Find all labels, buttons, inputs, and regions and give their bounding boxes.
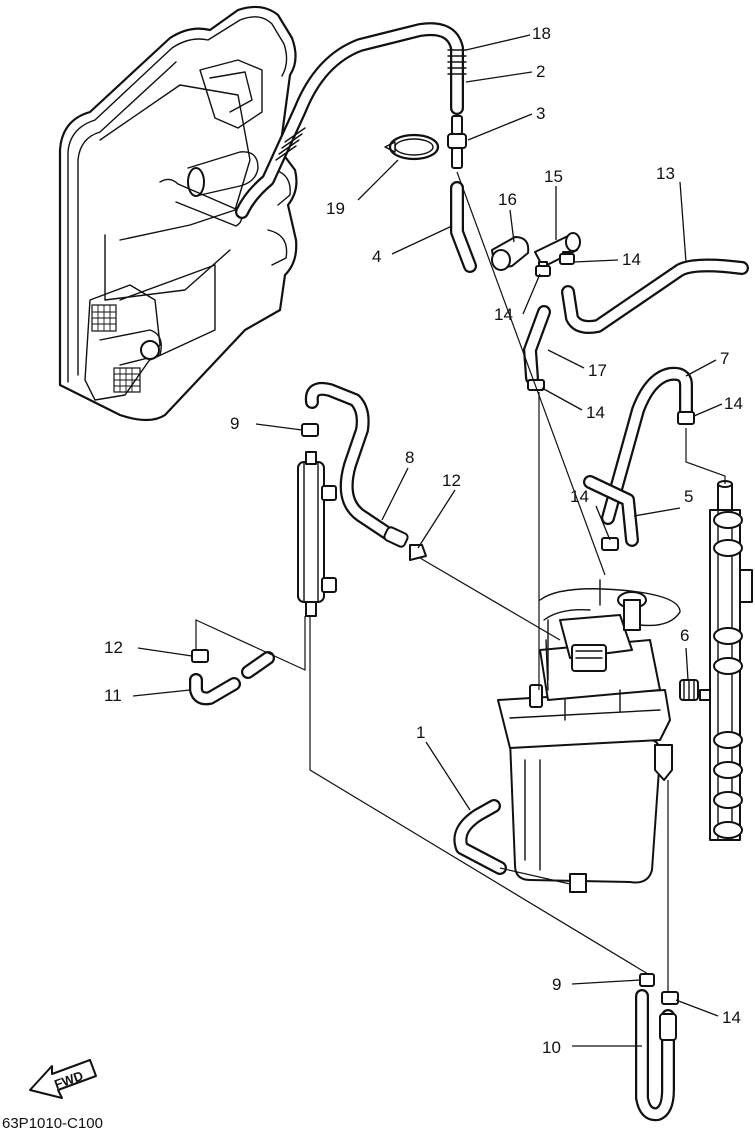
fuel-filter (297, 451, 337, 617)
clip-14-upper-left (535, 265, 551, 277)
callout-18: 18 (532, 24, 551, 43)
drawing-code: 63P1010-C100 (2, 1115, 103, 1132)
hose-1 (453, 799, 507, 875)
assembly-guide-lines (195, 171, 726, 992)
callout-7: 7 (720, 349, 729, 368)
hose-spring-top (447, 49, 467, 75)
fuel-rail (699, 480, 753, 841)
hose-spring-guard (275, 127, 306, 161)
callout-14-bottom: 14 (722, 1008, 741, 1027)
callout-12-lower: 12 (104, 638, 123, 657)
callout-14-lower: 14 (570, 487, 589, 506)
callout-8: 8 (405, 448, 414, 467)
rail-injector-ports (713, 511, 743, 839)
vapor-separator (497, 579, 681, 893)
callout-14-left: 14 (494, 305, 513, 324)
callout-labels: 18 2 3 19 4 16 15 13 14 14 17 7 14 14 9 … (104, 24, 743, 1057)
callout-17: 17 (588, 361, 607, 380)
callout-14-upper: 14 (622, 250, 641, 269)
callout-19: 19 (326, 199, 345, 218)
callout-10: 10 (542, 1038, 561, 1057)
callout-13: 13 (656, 164, 675, 183)
leader-lines (132, 34, 723, 1047)
callout-9-upper: 9 (230, 414, 239, 433)
callout-15: 15 (544, 167, 563, 186)
callout-6: 6 (680, 626, 689, 645)
clip-9-upper (301, 423, 319, 437)
silencer-grille-upper (91, 304, 117, 332)
callout-3: 3 (536, 104, 545, 123)
callout-2: 2 (536, 62, 545, 81)
callout-12-upper: 12 (442, 471, 461, 490)
hose-7 (601, 366, 693, 525)
plug-6 (679, 679, 699, 701)
callout-5: 5 (684, 487, 693, 506)
forward-arrow: FWD (29, 1059, 97, 1099)
hose-13 (561, 258, 749, 334)
hose-4 (450, 181, 477, 273)
clip-14-lower (601, 537, 619, 551)
clip-14-bottom (661, 991, 679, 1005)
clip-19 (384, 133, 440, 161)
callout-4: 4 (372, 247, 381, 266)
joint-3 (447, 115, 467, 169)
callout-14-right: 14 (724, 394, 743, 413)
hose-5 (583, 475, 639, 547)
clip-14-upper-right (559, 253, 575, 265)
grommet-16 (491, 236, 530, 271)
intake-silencer-housing (58, 5, 298, 422)
vent-hose-18 (235, 22, 467, 219)
clip-12-lower (191, 649, 209, 663)
callout-16: 16 (498, 190, 517, 209)
clip-14-mid (527, 379, 545, 391)
hose-10 (635, 989, 677, 1122)
hose-11 (189, 651, 275, 706)
hose-17 (523, 305, 551, 385)
silencer-grille-lower (113, 367, 141, 393)
clip-14-right (677, 411, 695, 425)
callout-1: 1 (416, 723, 425, 742)
callout-9-lower: 9 (552, 975, 561, 994)
hose-8 (304, 381, 409, 548)
clip-9-lower (639, 973, 655, 987)
callout-14-mid: 14 (586, 403, 605, 422)
clip-12-upper (409, 544, 427, 561)
callout-11: 11 (104, 686, 122, 705)
